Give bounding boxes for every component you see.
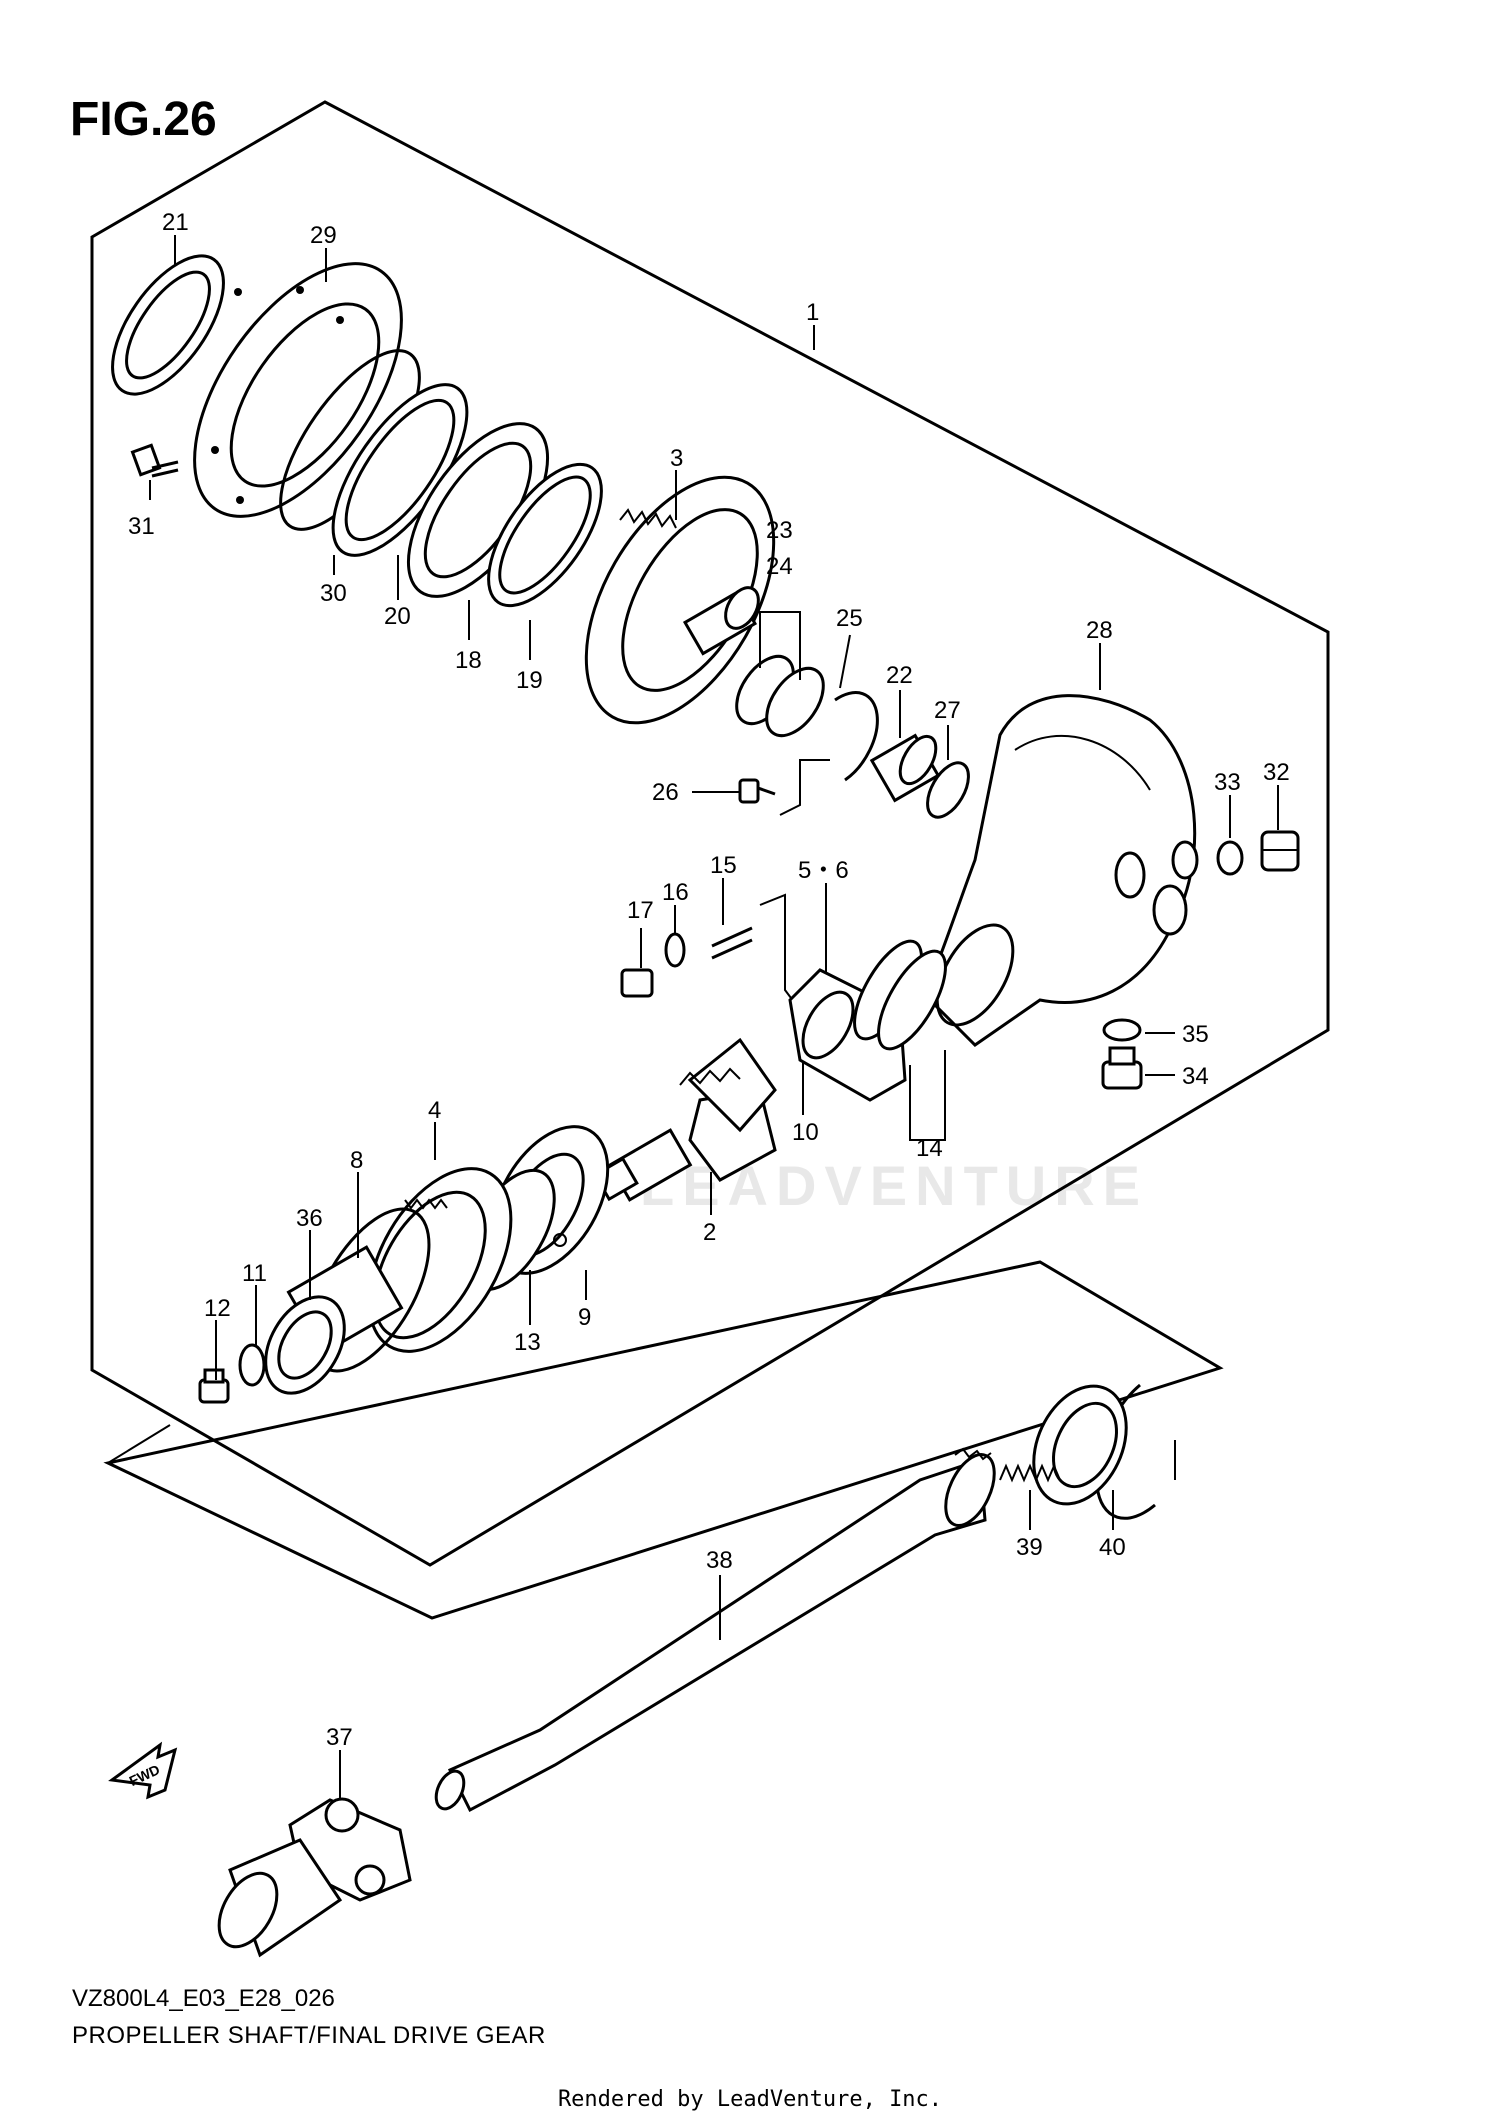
assembly-outline-final-drive [90,100,1330,1567]
assembly-outline-propeller [103,1260,1224,1620]
part-nut-11 [198,1368,230,1404]
part-stud-14 [711,893,801,1011]
callout-30: 31 [128,513,155,540]
callout-39: 40 [1099,1534,1126,1561]
part-washer-15 [664,932,686,968]
callout-25: 26 [652,779,679,806]
callout-27: 28 [1086,617,1113,644]
part-shim-13b [877,949,947,1051]
fwd-arrow-icon: FWD [108,1741,178,1800]
callout-23: 24 [766,553,793,580]
part-propeller-shaft-37 [434,1447,996,1813]
part-drive-bevel-gear-2 [593,1037,777,1202]
callout-13: 14 [916,1135,943,1162]
rendered-by-credit: Rendered by LeadVenture, Inc. [557,2087,943,2112]
callout-33: 34 [1182,1063,1209,1090]
callout-38: 39 [1016,1534,1043,1561]
callout-32: 33 [1214,769,1241,796]
callout-16: 17 [627,897,654,924]
callout-22: 23 [766,517,793,544]
callout-34: 35 [1182,1021,1209,1048]
callout-5-6: 5・6 [798,857,849,884]
callout-18: 19 [516,667,543,694]
part-spring-38 [999,1463,1061,1483]
part-universal-joint-36 [217,1797,412,1958]
callout-19: 20 [384,603,411,630]
part-washer-10 [238,1343,266,1387]
callout-21: 22 [886,662,913,689]
callout-12: 13 [514,1329,541,1356]
part-nut-16 [620,968,654,998]
part-needle-bearing-21 [869,733,941,803]
callout-1: 1 [806,299,819,326]
callout-15: 16 [662,879,689,906]
part-washer-26 [926,761,970,819]
part-gasket-32 [1216,840,1244,876]
bracket-13 [909,1050,946,1141]
diagram-code: VZ800L4_E03_E28_026 [72,1985,335,2012]
part-plug-33 [1101,1046,1143,1090]
part-oil-seal-20 [111,254,225,396]
part-circlip-24 [834,691,879,782]
callout-14: 15 [710,852,737,879]
part-gasket-34 [1102,1018,1142,1042]
figure-title: FIG.26 [70,93,217,146]
diagram-description: PROPELLER SHAFT/FINAL DRIVE GEAR [72,2022,546,2049]
part-plug-31 [1260,830,1300,872]
part-bolt-30 [130,443,179,478]
callout-24: 25 [836,605,863,632]
part-bolt-25 [738,759,830,816]
part-coupling-35 [264,1245,404,1395]
part-retainer-plate-28 [193,262,403,518]
callout-28: 29 [310,222,337,249]
part-boot-39 [1032,1384,1128,1506]
callout-17: 18 [455,647,482,674]
callout-37: 38 [706,1547,733,1574]
callout-31: 32 [1263,759,1290,786]
callout-35: 36 [296,1205,323,1232]
callout-36: 37 [326,1724,353,1751]
callout-8: 9 [578,1304,591,1331]
callout-29: 30 [320,580,347,607]
bracket-22-23 [759,611,801,680]
callout-10: 11 [242,1260,267,1287]
part-shim-18 [487,462,603,608]
callout-26: 27 [934,697,961,724]
part-gear-case-27 [923,694,1199,1047]
part-damper-4 [367,1167,513,1353]
callout-4: 4 [428,1097,441,1124]
callout-3: 3 [670,445,683,472]
outline-link [107,1424,171,1464]
callout-20: 21 [162,209,189,236]
part-ring-gear-3 [584,475,776,725]
part-shim-23 [765,666,825,738]
callout-11: 12 [204,1295,231,1322]
callout-7: 8 [350,1147,363,1174]
callout-9: 10 [792,1119,819,1146]
leader-lines [149,235,1279,1800]
callout-2: 2 [703,1219,716,1246]
